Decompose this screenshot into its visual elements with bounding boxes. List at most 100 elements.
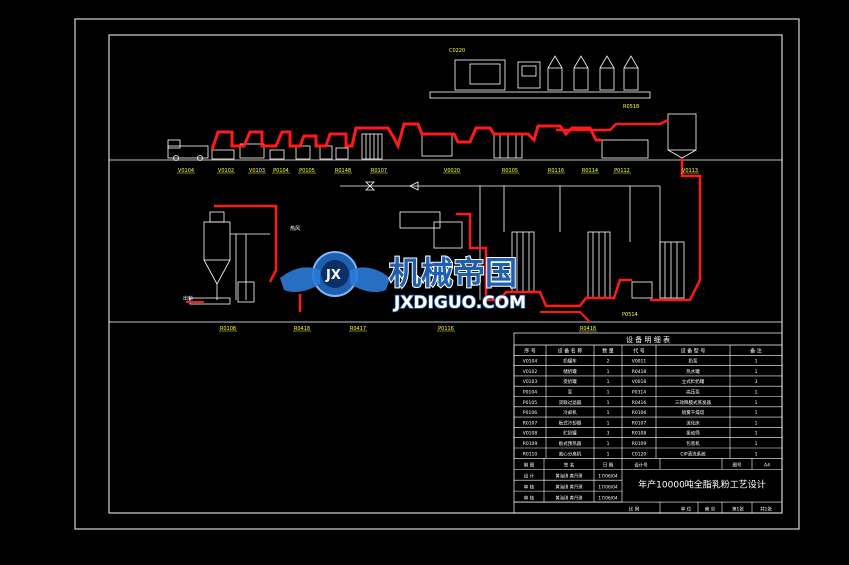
schedule-cell: R0107 (523, 420, 538, 426)
schedule-cell: R0110 (523, 451, 538, 457)
equipment-tag: V0113 (682, 168, 698, 174)
milk-pump (239, 143, 265, 159)
milk-tanker-truck (167, 139, 209, 161)
schedule-cell: 1 (607, 441, 610, 447)
signature-date: 17/06/04 (598, 474, 618, 480)
schedule-cell: R0416 (632, 400, 647, 406)
schedule-cell: 三效降膜式蒸发器 (675, 399, 711, 406)
evaporator-effect-2 (587, 231, 611, 299)
cip-group-label: C0220 (449, 48, 465, 54)
signature-name: 黄海琪 黄丹琪 (555, 473, 583, 480)
schedule-cell: 板式冷却器 (559, 419, 582, 426)
signature-label: 制 图 (524, 462, 535, 469)
outlet-label: 出料 (183, 295, 193, 302)
schedule-cell: 立式贮奶罐 (682, 378, 705, 385)
schedule-cell: 1 (607, 451, 610, 457)
spray-dryer-tower (189, 211, 270, 305)
cooler-unit (295, 145, 311, 160)
schedule-cell: 受奶罐 (563, 378, 577, 385)
signature-label: 设 计 (524, 473, 535, 480)
schedule-cell: 离心分离机 (559, 450, 582, 457)
schedule-cell: 1 (755, 431, 758, 437)
evaporator-effect-3 (659, 241, 685, 299)
schedule-cell: 喷雾干燥塔 (682, 409, 705, 416)
schedule-cell: 1 (755, 359, 758, 365)
schedule-header: 代 号 (633, 347, 645, 354)
balance-tank (421, 133, 453, 157)
signature-name: 黄海琪 黄丹琪 (555, 495, 583, 502)
schedule-cell: V0102 (523, 369, 538, 375)
schedule-cell: V0104 (523, 359, 538, 365)
schedule-cell: 流化床 (686, 419, 700, 426)
signature-column-label: 签 名 (564, 462, 574, 469)
cip-control-cabinet (454, 59, 506, 91)
storage-tank-small (335, 147, 349, 160)
schedule-cell: R0418 (632, 369, 647, 375)
schedule-header: 设 备 名 称 (558, 347, 583, 354)
schedule-cell: 1 (755, 441, 758, 447)
equipment-tag: R0116 (548, 168, 564, 174)
middle-equipment (189, 181, 685, 305)
schedule-cell: 泵 (568, 390, 573, 396)
schedule-cell: R0109 (632, 441, 647, 447)
footer-cell: 共1张 (760, 506, 772, 513)
feed-tank-outlet-pipe (650, 158, 702, 302)
upper-equipment (167, 55, 697, 161)
equipment-tag: R0107 (371, 168, 387, 174)
cip-tank-group (547, 55, 639, 91)
schedule-cell: R0108 (632, 431, 647, 437)
schedule-title: 设 备 明 细 表 (626, 335, 670, 344)
schedule-cell: V0103 (523, 379, 538, 385)
schedule-header: 数 量 (602, 347, 614, 354)
equipment-tag: R0108 (220, 326, 236, 332)
signature-column-label: 设计号 (634, 462, 648, 469)
equipment-tag: P0105 (299, 168, 315, 174)
schedule-cell: 1 (607, 400, 610, 406)
schedule-header: 序 号 (524, 347, 536, 354)
high-pressure-pump (433, 221, 463, 249)
schedule-cell: 1 (755, 369, 758, 375)
equipment-tag: V0103 (249, 168, 265, 174)
homogenizer (601, 139, 649, 159)
drawing-title: 年产10000吨全脂乳粉工艺设计 (638, 479, 766, 491)
signature-column-label: A4 (764, 463, 770, 469)
watermark-chinese: 机械帝国 (389, 254, 517, 292)
signature-name: 黄海琪 黄丹琪 (555, 484, 583, 491)
schedule-cell: 包装机 (686, 440, 700, 447)
schedule-cell: 双联过滤器 (559, 399, 582, 406)
dryer-air-pipe (214, 204, 278, 283)
equipment-tag: R0114 (582, 168, 598, 174)
schedule-cell: R0106 (632, 410, 647, 416)
signature-date: 17/06/04 (598, 496, 618, 502)
small-red-tag: P0514 (622, 312, 638, 318)
schedule-cell: P0105 (523, 400, 537, 406)
equipment-tag: P0104 (273, 168, 289, 174)
footer-cell: 单 位 (681, 506, 692, 513)
schedule-cell: V0011 (632, 359, 647, 365)
plate-cooler (319, 145, 333, 160)
signature-column-label: 图号 (733, 463, 742, 469)
equipment-tag: V0102 (218, 168, 234, 174)
schedule-cell: 1 (755, 451, 758, 457)
hot-water-tank (399, 211, 441, 229)
footer-cell: 南 京 (705, 506, 716, 513)
outer-frame (74, 18, 800, 530)
schedule-cell: R0109 (523, 441, 538, 447)
schedule-cell: P0104 (523, 390, 537, 396)
schedule-cell: 高压泵 (686, 389, 700, 396)
process-pipe-upper-2 (556, 118, 669, 132)
schedule-cell: P0106 (523, 410, 537, 416)
equipment-tag: R0105 (502, 168, 518, 174)
equipment-tag: R0148 (335, 168, 351, 174)
signature-label: 审 核 (524, 484, 535, 491)
inner-frame (108, 34, 783, 514)
schedule-cell: 1 (755, 410, 758, 416)
schedule-cell: 1 (607, 420, 610, 426)
feed-tank (667, 113, 697, 151)
schedule-cell: 奶罐车 (563, 358, 577, 365)
signature-date: 17/06/04 (598, 485, 618, 491)
